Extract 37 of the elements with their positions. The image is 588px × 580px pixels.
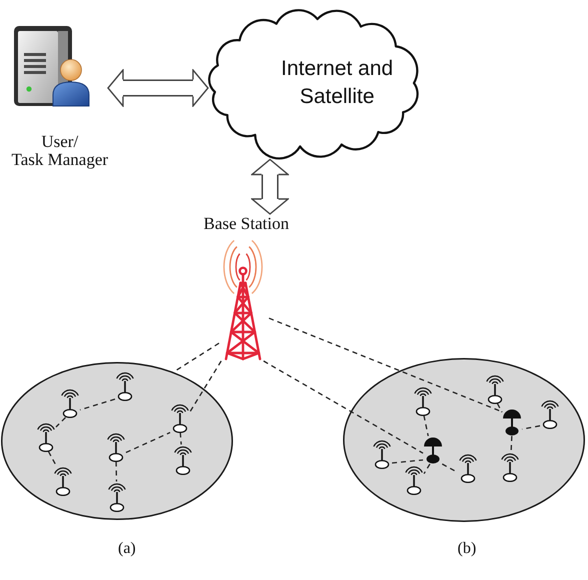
dashed-link: [189, 360, 222, 412]
node-label: User/ Task Manager: [12, 133, 108, 169]
dashed-link: [48, 451, 57, 466]
antenna-icon: [115, 370, 135, 400]
antenna-icon: [458, 452, 478, 482]
dashed-link: [80, 398, 116, 411]
dashed-link: [510, 436, 512, 452]
dashed-link: [263, 360, 424, 454]
dashed-link: [423, 464, 430, 474]
antenna-icon: [36, 422, 56, 452]
dashed-link: [522, 425, 540, 430]
antenna-icon: [540, 398, 560, 428]
node-label: (b): [458, 539, 476, 558]
dashed-link: [496, 403, 503, 412]
antenna-icon: [173, 444, 193, 474]
antenna-icon: [404, 464, 424, 494]
dashed-link: [115, 461, 118, 482]
dashed-link: [56, 417, 66, 428]
antenna-icon: [413, 386, 433, 416]
antenna-icon: [106, 432, 126, 462]
antenna-icon: [53, 466, 73, 496]
node-label: Internet and Satellite: [281, 56, 394, 110]
antenna-icon: [107, 482, 127, 512]
antenna-icon: [170, 402, 190, 432]
antenna-icon: [485, 374, 505, 404]
dashed-link: [268, 318, 502, 412]
antenna-icon: [500, 452, 520, 482]
node-label: (a): [118, 539, 136, 558]
dashed-link: [126, 432, 170, 454]
antenna-icon: [372, 438, 392, 468]
dashed-link: [180, 432, 182, 445]
antenna-icon: [60, 388, 80, 418]
dashed-link: [392, 459, 424, 464]
dish-antenna-icon: [502, 408, 522, 436]
dish-antenna-icon: [423, 436, 443, 464]
node-label: Base Station: [204, 214, 289, 234]
dashed-link: [423, 415, 429, 436]
